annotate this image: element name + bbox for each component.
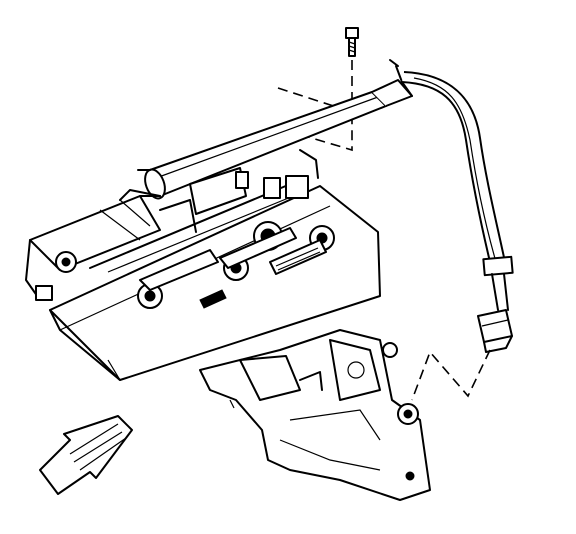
fitting-leader-line	[411, 349, 491, 401]
mount-outline	[277, 87, 353, 152]
fitting-icon	[477, 309, 513, 353]
engine	[25, 149, 431, 501]
front-arrow-icon	[39, 415, 133, 495]
coolant-pipe	[137, 59, 413, 200]
bolt-icon	[345, 27, 359, 57]
hose	[401, 71, 514, 311]
